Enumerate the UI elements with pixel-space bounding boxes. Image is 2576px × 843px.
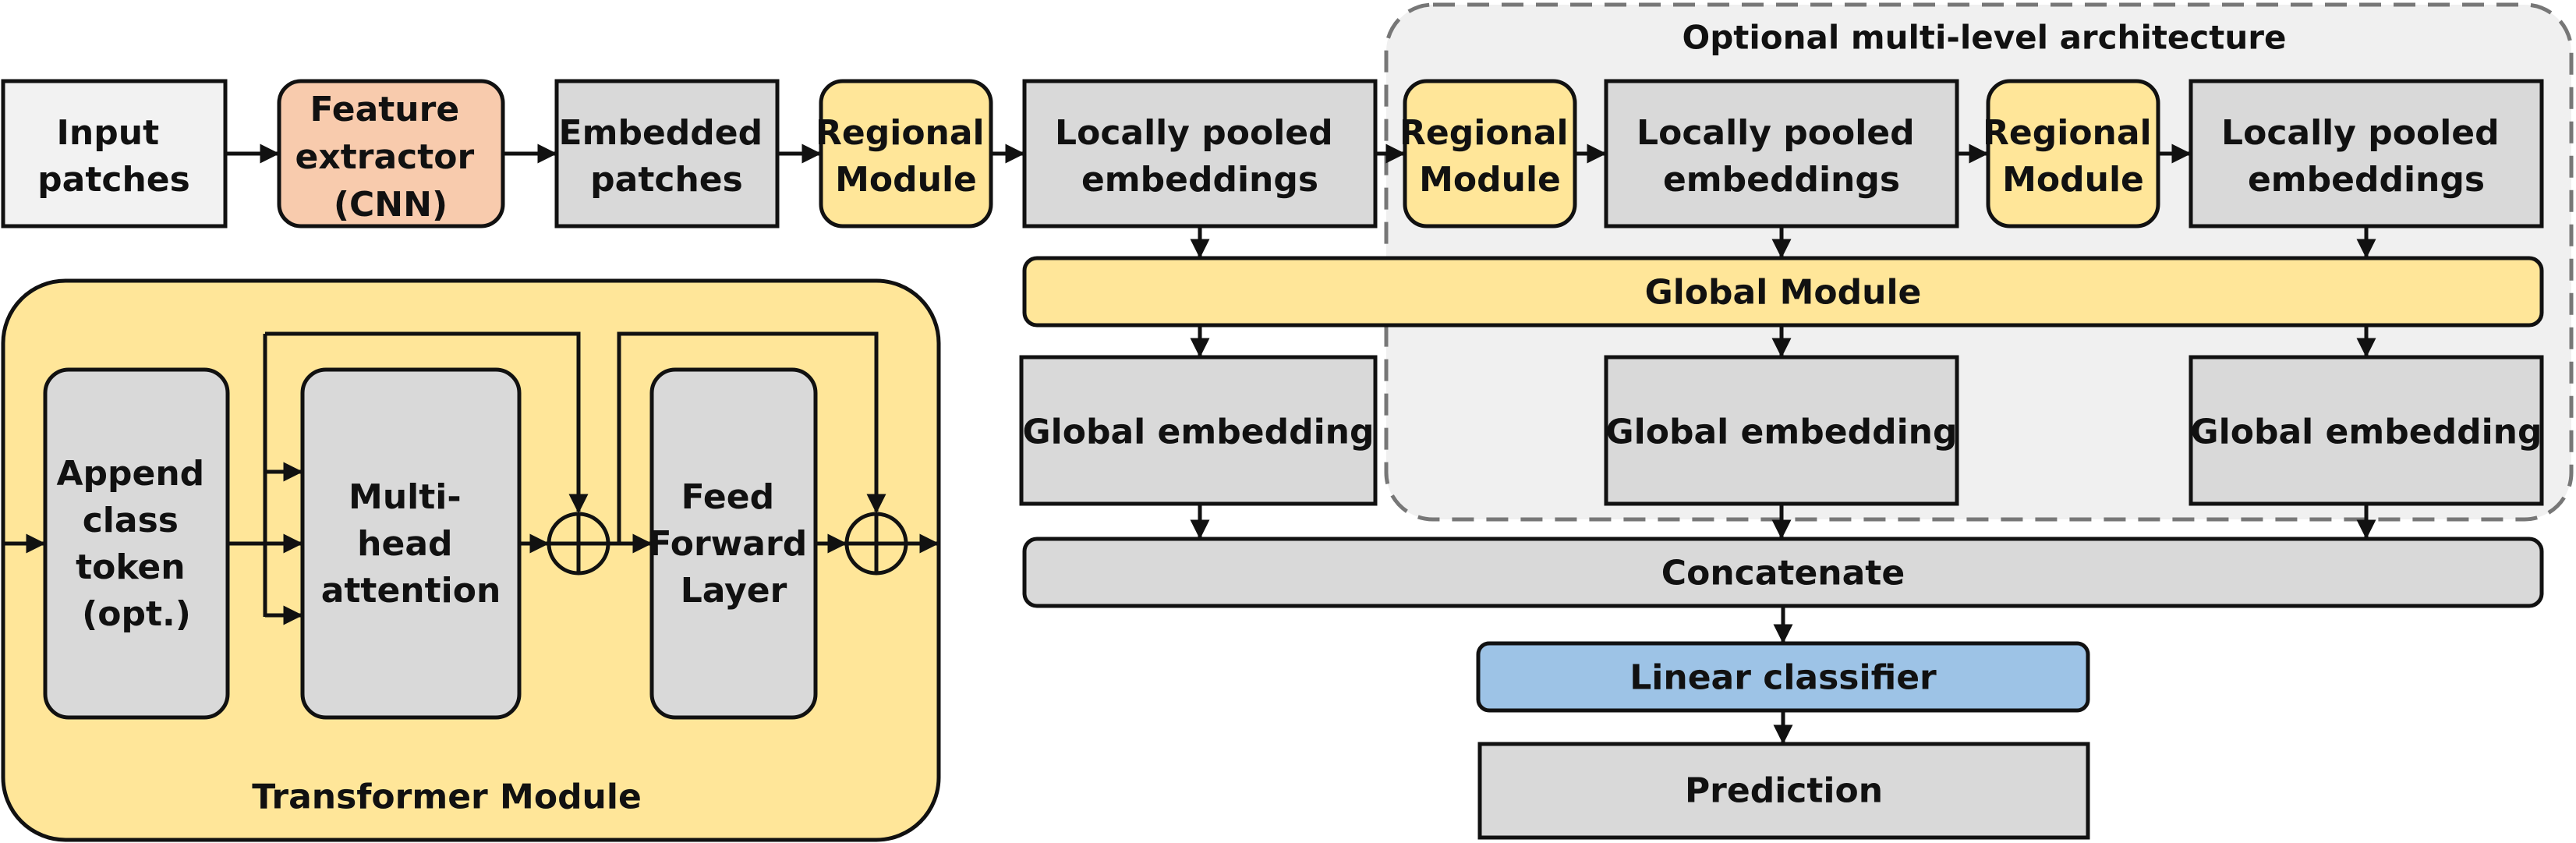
global-embedding-label-2: Global embedding [1606, 413, 1958, 452]
global-embedding-box-2 [1604, 355, 1959, 506]
regional-module-box-3 [1986, 79, 2160, 228]
embedded-patches-label: Embedded patches [559, 113, 775, 200]
regional-module-label-1: Regional Module [816, 113, 996, 200]
append-class-token-label: Append class token (opt.) [56, 454, 216, 634]
global-embedding-label-3: Global embedding [2191, 413, 2542, 452]
residual-connection-2 [617, 331, 886, 544]
concatenate-label: Concatenate [1661, 554, 1905, 593]
prediction-label: Prediction [1685, 771, 1883, 811]
locally-pooled-box-1 [1022, 79, 1378, 228]
multi-head-attention-label: Multi- head attention [321, 477, 501, 611]
transformer-module-title: Transformer Module [252, 777, 642, 817]
regional-module-label-3: Regional Module [1983, 113, 2164, 200]
input-patches-label: Input patches [37, 113, 190, 200]
regional-module-box-2 [1403, 79, 1577, 228]
global-embedding-label-1: Global embedding [1023, 413, 1375, 452]
regional-module-box-1 [819, 79, 993, 228]
optional-region-title: Optional multi-level architecture [1683, 19, 2287, 57]
append-class-token-box [43, 367, 230, 720]
locally-pooled-box-2 [1604, 79, 1959, 228]
locally-pooled-box-3 [2189, 79, 2544, 228]
global-embedding-box-3 [2189, 355, 2544, 506]
regional-module-label-2: Regional Module [1399, 113, 1580, 200]
feature-extractor-label: Feature extractor (CNN) [295, 90, 486, 225]
locally-pooled-label-1: Locally pooled embeddings [1055, 113, 1345, 200]
input-patches-box [1, 79, 228, 228]
global-module-label: Global Module [1645, 273, 1922, 313]
locally-pooled-label-3: Locally pooled embeddings [2221, 113, 2511, 200]
locally-pooled-label-2: Locally pooled embeddings [1637, 113, 1927, 200]
linear-classifier-label: Linear classifier [1629, 658, 1937, 698]
feed-forward-layer-label: Feed Forward Layer [648, 477, 819, 611]
embedded-patches-box [554, 79, 780, 228]
residual-connection-1 [265, 331, 589, 514]
